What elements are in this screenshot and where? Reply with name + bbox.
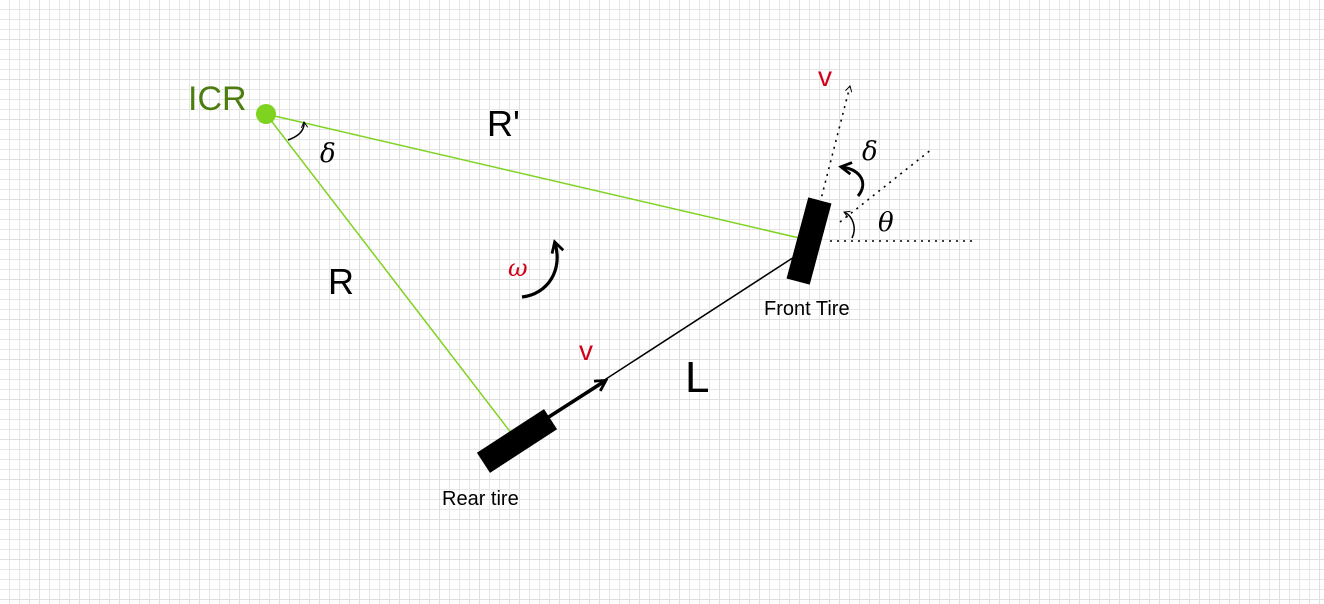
r-label: R: [328, 261, 354, 302]
rear-tire: [476, 409, 558, 473]
front-velocity-label: v: [818, 61, 832, 92]
r-prime-label: R': [487, 103, 520, 144]
omega-label: ω: [508, 254, 528, 282]
front-tire: [786, 197, 832, 285]
front-delta-arc: [842, 167, 865, 197]
omega-rotation-arrow: [521, 243, 557, 299]
l-label: L: [685, 353, 709, 402]
icr-delta-label: δ: [320, 139, 336, 169]
theta-label: θ: [878, 208, 894, 238]
rear-tire-label: Rear tire: [442, 488, 519, 510]
front-delta-label: δ: [862, 137, 878, 167]
front-tire-label: Front Tire: [764, 298, 850, 320]
icr-point: [256, 104, 276, 124]
rear-velocity-label: v: [579, 335, 593, 366]
theta-arc: [843, 210, 855, 239]
icr-label: ICR: [188, 80, 247, 118]
icr-angle-arc: [287, 121, 309, 141]
r-prime-line: [265, 113, 809, 241]
r-line: [265, 113, 516, 439]
front-velocity-arrow: [819, 85, 853, 204]
